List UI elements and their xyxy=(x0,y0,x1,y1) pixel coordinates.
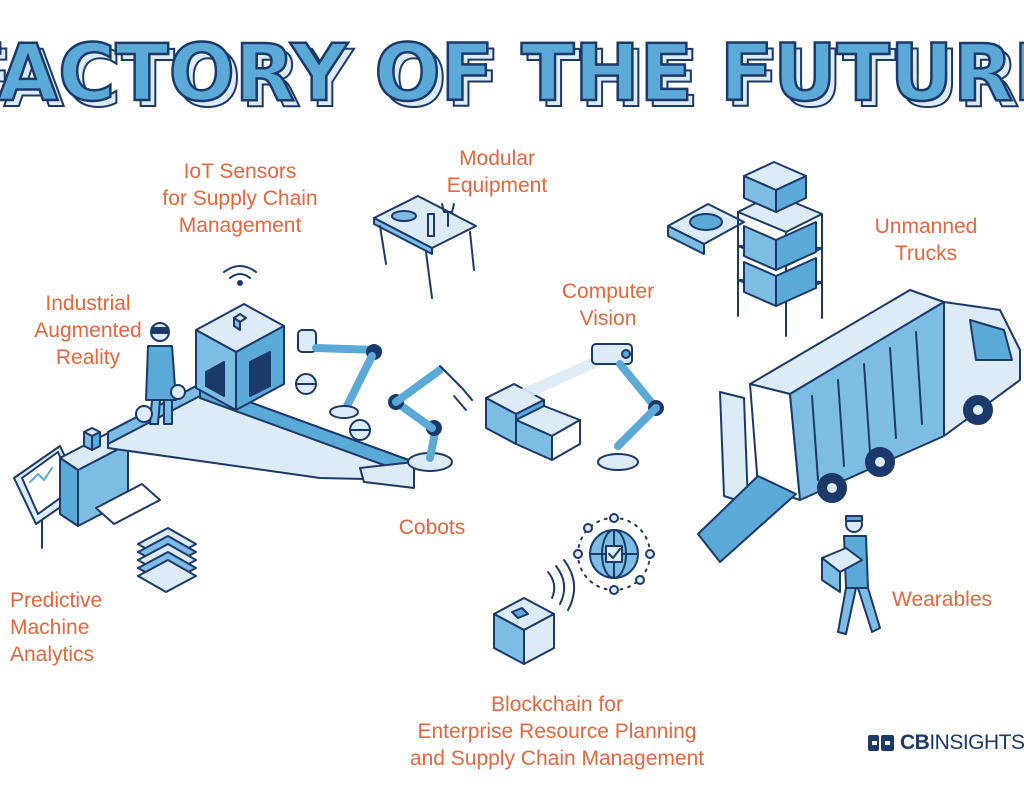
label-line: Unmanned xyxy=(874,215,978,238)
cb-insights-logo: CBINSIGHTS xyxy=(868,729,1024,757)
label-line: Analytics xyxy=(10,643,95,666)
label-line: Wearables xyxy=(892,588,992,611)
label-line: Trucks xyxy=(894,242,958,265)
worker-icon xyxy=(145,322,186,425)
vision-boxes xyxy=(485,356,600,461)
label-wearables: Wearables xyxy=(880,586,1004,613)
label-computer-vision: Computer Vision xyxy=(548,278,668,332)
label-blockchain: Blockchain for Enterprise Resource Plann… xyxy=(398,691,716,772)
label-line: Blockchain for xyxy=(491,693,623,716)
label-line: Augmented xyxy=(34,319,142,342)
label-line: Predictive xyxy=(10,589,103,612)
logo-wordmark: CBINSIGHTS xyxy=(900,731,1024,755)
label-line: and Supply Chain Management xyxy=(409,747,705,770)
label-line: Computer xyxy=(561,280,655,303)
title-text: FACTORY OF THE FUTURE xyxy=(0,29,1024,118)
label-unmanned-trucks: Unmanned Trucks xyxy=(864,213,988,267)
wifi-icon xyxy=(547,559,575,611)
camera-icon xyxy=(591,343,664,471)
logo-rest: INSIGHTS xyxy=(929,731,1024,754)
label-modular-equipment: Modular Equipment xyxy=(438,145,556,199)
label-line: Machine xyxy=(10,616,90,639)
box-icon xyxy=(493,597,555,665)
wifi-icon xyxy=(223,265,257,286)
shelf-rack xyxy=(737,161,823,337)
label-line: Vision xyxy=(579,307,637,330)
title-shadow: FACTORY OF THE FUTURE xyxy=(0,35,1024,118)
iot-sensor-gate xyxy=(195,303,285,411)
label-line: Cobots xyxy=(398,516,466,539)
cb-logo-mark-icon xyxy=(868,735,894,751)
label-line: IoT Sensors xyxy=(183,160,297,183)
label-cobots: Cobots xyxy=(380,514,484,541)
robot-arm-icon xyxy=(297,329,382,419)
wearables-worker xyxy=(821,515,881,635)
label-line: Equipment xyxy=(446,174,548,197)
scale xyxy=(667,203,745,255)
cobot-arm xyxy=(388,365,473,472)
label-line: Enterprise Resource Planning xyxy=(417,720,697,743)
label-iot-sensors: IoT Sensors for Supply Chain Management xyxy=(158,158,322,239)
paper-stack xyxy=(137,527,197,593)
truck-icon xyxy=(697,289,1021,563)
page-title: FACTORY OF THE FUTURE FACTORY OF THE FUT… xyxy=(0,28,1024,118)
label-line: Industrial xyxy=(45,292,131,315)
label-industrial-augmented-reality: Industrial Augmented Reality xyxy=(26,290,150,371)
modular-table xyxy=(373,195,477,299)
label-line: Management xyxy=(178,214,302,237)
logo-bold: CB xyxy=(900,731,930,754)
label-predictive-machine-analytics: Predictive Machine Analytics xyxy=(10,587,140,668)
globe-icon xyxy=(573,513,655,595)
label-line: Reality xyxy=(55,346,121,369)
label-line: Modular xyxy=(459,147,535,170)
label-line: for Supply Chain xyxy=(162,187,318,210)
